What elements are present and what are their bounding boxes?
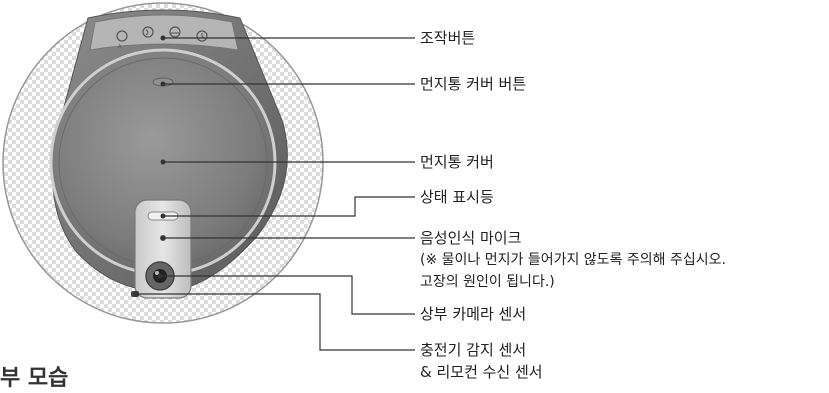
- svg-text:A: A: [118, 44, 122, 50]
- label-charger-sensor-1: 충전기 감지 센서: [420, 341, 527, 359]
- label-voice-mic-note-2: 고장의 원인이 됩니다.): [420, 274, 555, 290]
- timer-icon[interactable]: [196, 30, 208, 42]
- label-top-camera: 상부 카메라 센서: [420, 305, 527, 323]
- label-voice-mic: 음성인식 마이크: [420, 229, 522, 247]
- section-heading: 부 모습: [0, 366, 69, 391]
- label-status-indicator: 상태 표시등: [420, 188, 494, 206]
- sleep-icon[interactable]: [142, 26, 154, 38]
- label-control-button: 조작버튼: [420, 29, 476, 47]
- label-charger-sensor-2: & 리모컨 수신 센서: [420, 363, 543, 381]
- label-voice-mic-note-1: (※ 물이나 먼지가 들어가지 않도록 주의해 주십시오.: [420, 252, 726, 268]
- clean-icon[interactable]: [169, 26, 181, 38]
- label-dustbin-cover-button: 먼지통 커버 버튼: [420, 75, 527, 93]
- label-dustbin-cover: 먼지통 커버: [420, 153, 494, 171]
- leader-lines: [136, 37, 415, 351]
- leader-dots: [133, 35, 166, 297]
- auto-icon[interactable]: A: [116, 30, 128, 50]
